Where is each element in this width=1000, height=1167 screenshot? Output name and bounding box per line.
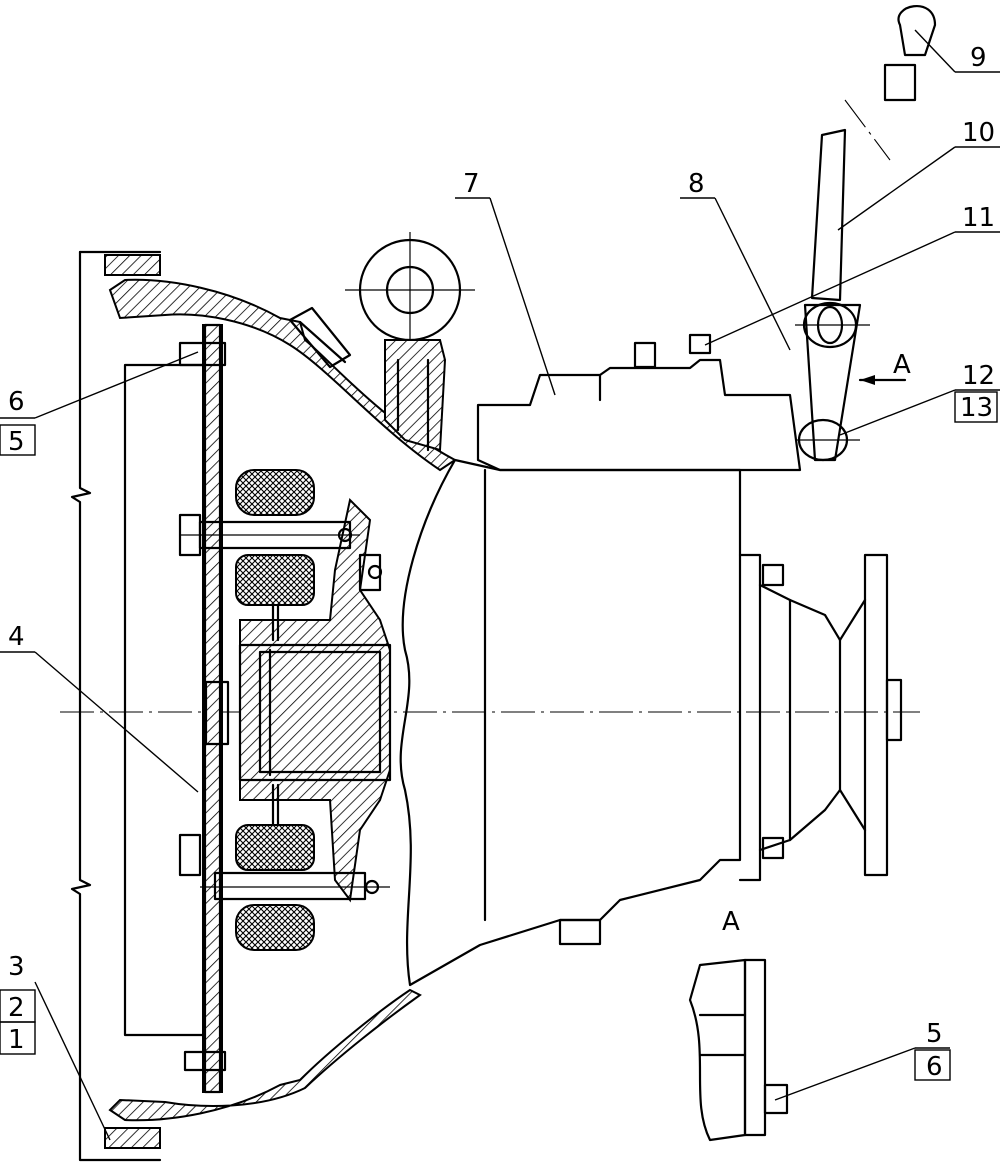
callout-5b: 5 bbox=[926, 1019, 943, 1049]
callout-box-6b bbox=[914, 1049, 951, 1081]
view-arrow-label: A bbox=[893, 350, 911, 380]
callout-11: 11 bbox=[962, 203, 995, 233]
callout-4: 4 bbox=[8, 622, 25, 652]
top-housing bbox=[476, 333, 802, 472]
left-flange bbox=[70, 250, 209, 1162]
callout-9: 9 bbox=[970, 43, 987, 73]
bell-housing bbox=[108, 278, 457, 1122]
lever-assembly bbox=[795, 5, 937, 462]
callout-box-13 bbox=[954, 391, 998, 423]
callout-5a: 5 bbox=[8, 427, 25, 457]
callout-7: 7 bbox=[463, 169, 480, 199]
coupling-pins bbox=[178, 341, 390, 1072]
view-title: A bbox=[722, 907, 740, 937]
callout-box-5a bbox=[0, 424, 36, 456]
callout-12: 12 bbox=[962, 361, 995, 391]
leader-lines bbox=[0, 29, 1000, 1141]
gearbox-body bbox=[399, 458, 903, 987]
callout-8: 8 bbox=[688, 169, 705, 199]
callout-3: 3 bbox=[8, 952, 25, 982]
housing-bolt bbox=[288, 306, 352, 369]
callout-10: 10 bbox=[962, 118, 995, 148]
callout-6a: 6 bbox=[8, 387, 25, 417]
view-a-arrow bbox=[858, 375, 907, 385]
lifting-eye bbox=[345, 232, 475, 452]
callout-6b: 6 bbox=[926, 1052, 943, 1082]
view-a-detail bbox=[688, 958, 789, 1142]
callout-1: 1 bbox=[8, 1025, 25, 1055]
callout-box-1 bbox=[0, 1021, 36, 1055]
callout-2: 2 bbox=[8, 993, 25, 1023]
callout-13: 13 bbox=[960, 393, 993, 423]
rubber-elements bbox=[235, 469, 315, 951]
